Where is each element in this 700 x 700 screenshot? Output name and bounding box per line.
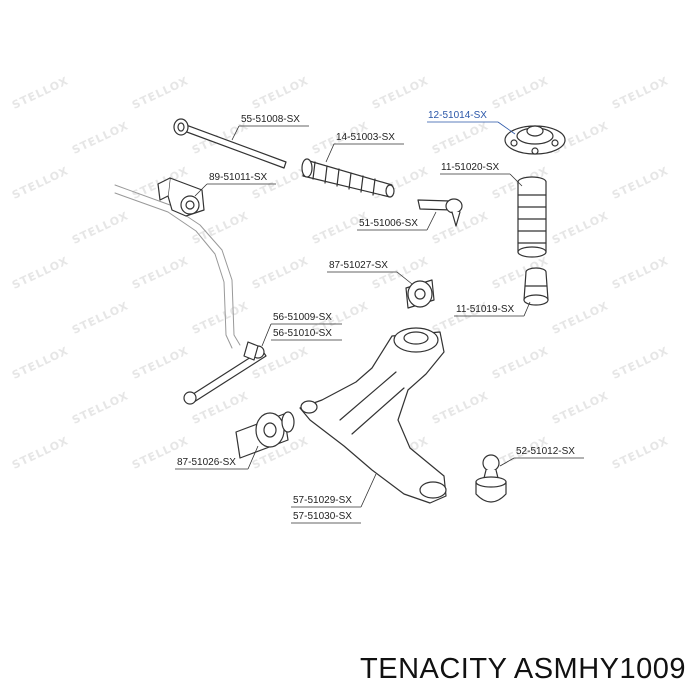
callout-stabilizer-link-2: 56-51010-SX bbox=[273, 328, 332, 339]
callout-stabilizer-link-1: 56-51009-SX bbox=[273, 312, 332, 323]
strut-mount bbox=[504, 125, 566, 155]
arm-bushing-rear bbox=[235, 411, 295, 459]
callout-stabilizer-bushing: 89-51011-SX bbox=[209, 172, 268, 183]
control-arm bbox=[299, 327, 447, 504]
callout-steering-boot: 14-51003-SX bbox=[336, 132, 395, 143]
stabilizer-bushing bbox=[157, 177, 205, 217]
tie-rod bbox=[173, 118, 287, 169]
product-caption: TENACITY ASMHY1009 bbox=[360, 653, 686, 685]
callout-strut-mount: 12-51014-SX bbox=[428, 110, 487, 121]
ball-joint bbox=[475, 454, 507, 503]
steering-boot bbox=[301, 158, 395, 198]
callout-ball-joint: 52-51012-SX bbox=[516, 446, 575, 457]
bump-stop bbox=[523, 267, 549, 306]
shock-boot bbox=[517, 176, 547, 258]
callout-control-arm-2: 57-51030-SX bbox=[293, 511, 352, 522]
leader-lines bbox=[175, 121, 584, 524]
callout-tie-rod: 55-51008-SX bbox=[241, 114, 300, 125]
stabilizer-link bbox=[183, 341, 267, 405]
tie-rod-end bbox=[417, 198, 463, 227]
arm-bushing-front bbox=[405, 279, 435, 309]
callout-control-arm-1: 57-51029-SX bbox=[293, 495, 352, 506]
callout-tie-rod-end: 51-51006-SX bbox=[359, 218, 418, 229]
callout-shock-boot: 11-51020-SX bbox=[441, 162, 500, 173]
callout-arm-bushing-rear: 87-51026-SX bbox=[177, 457, 236, 468]
callout-bump-stop: 11-51019-SX bbox=[456, 304, 515, 315]
callout-arm-bushing-front: 87-51027-SX bbox=[329, 260, 388, 271]
